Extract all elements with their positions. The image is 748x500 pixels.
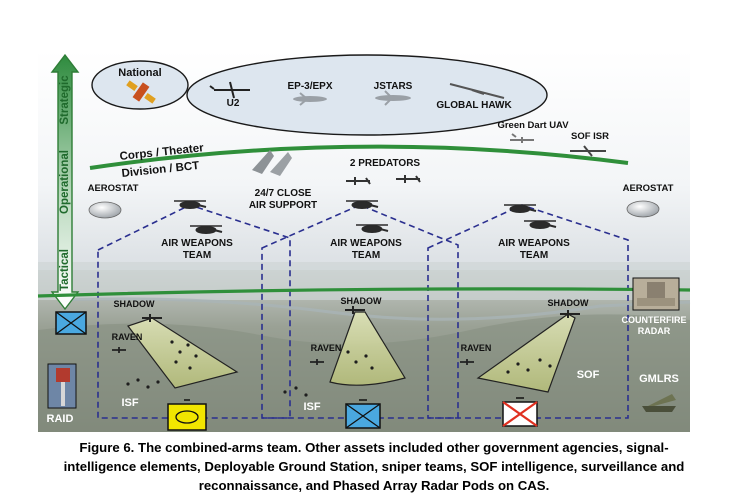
green-dart-label: Green Dart UAV [497,120,569,131]
shadow-cone-center [329,311,406,386]
caption-line-3: reconnaissance, and Phased Array Radar P… [198,478,550,493]
unit-symbol-left-blue [55,311,87,335]
global-hawk-icon [449,83,505,99]
awt-left-line2: TEAM [183,250,211,261]
national-label: National [118,67,161,79]
strategic-level-arrow: Strategic Operational Tactical [50,53,80,311]
awt-center-line2: TEAM [352,250,380,261]
strategic-assets-ellipse [186,54,548,136]
shadow-right-label: SHADOW [548,298,590,308]
level-operational: Operational [59,150,71,214]
asset-global-hawk: GLOBAL HAWK [436,100,512,111]
cas-label-line2: AIR SUPPORT [249,200,317,211]
ep3-aircraft-icon [293,92,327,106]
gmlrs-launcher-icon [642,394,676,412]
shadow-uav-icons [142,306,580,322]
counterfire-label-line2: RADAR [638,326,671,336]
awt-center-line1: AIR WEAPONS [330,238,402,249]
satellite-icon [126,80,156,104]
raven-left-label: RAVEN [112,332,143,342]
raid-label: RAID [47,413,74,425]
tactical-line [37,287,691,298]
jstars-aircraft-icon [375,90,411,106]
awt-right-line2: TEAM [520,250,548,261]
aerostat-left-icon [88,201,122,219]
u2-aircraft-icon [209,81,250,99]
soldier-markers [126,340,552,397]
predator-uav-icon-2 [396,175,421,183]
sector-outlines [97,204,629,419]
raid-tower-image [47,363,77,409]
level-tactical: Tactical [59,249,71,291]
unit-symbol-sof-red [502,397,538,427]
shadow-left-label: SHADOW [114,299,156,309]
sof-isr-label: SOF ISR [571,131,609,142]
counterfire-label-line1: COUNTERFIRE [622,315,687,325]
sector-right [427,204,629,419]
level-strategic: Strategic [59,75,71,125]
sof-label: SOF [577,369,600,381]
combined-arms-diagram: Strategic Operational Tactical National … [37,50,691,432]
national-ellipse [91,60,189,110]
aerostat-right-label: AEROSTAT [623,183,674,194]
cas-label-line1: 24/7 CLOSE [255,188,312,199]
sector-left [97,204,291,419]
predators-label: 2 PREDATORS [350,158,421,169]
raven-uav-icons [112,347,474,365]
helicopter-icons [174,200,557,234]
caption-line-2: intelligence elements, Deployable Ground… [63,459,685,474]
sector-center [261,204,459,419]
predator-uav-icon-1 [346,177,371,185]
awt-right-line1: AIR WEAPONS [498,238,570,249]
fighter-jets-icon [252,150,292,176]
shadow-cone-left [127,317,239,389]
echelon-line [89,144,629,170]
raven-center-label: RAVEN [311,343,342,353]
ground-river [59,297,691,321]
figure-caption: Figure 6. The combined-arms team. Other … [40,438,708,495]
asset-jstars: JSTARS [374,81,413,92]
gmlrs-label: GMLRS [639,373,679,385]
aerostat-right-icon [626,200,660,218]
shadow-cone-right [476,313,576,393]
isf-left-label: ISF [121,397,138,409]
counterfire-radar-image [632,277,680,311]
raven-right-label: RAVEN [461,343,492,353]
isf-center-label: ISF [303,401,320,413]
green-dart-uav-icon [510,133,534,143]
caption-line-1: Figure 6. The combined-arms team. Other … [79,440,669,455]
aerostat-left-label: AEROSTAT [88,183,139,194]
unit-symbol-isf-yellow [167,399,207,431]
unit-symbol-center-blue [345,399,381,429]
shadow-center-label: SHADOW [341,296,383,306]
sof-isr-aircraft-icon [570,145,606,157]
asset-u2: U2 [227,98,240,109]
awt-left-line1: AIR WEAPONS [161,238,233,249]
asset-ep3: EP-3/EPX [287,81,332,92]
